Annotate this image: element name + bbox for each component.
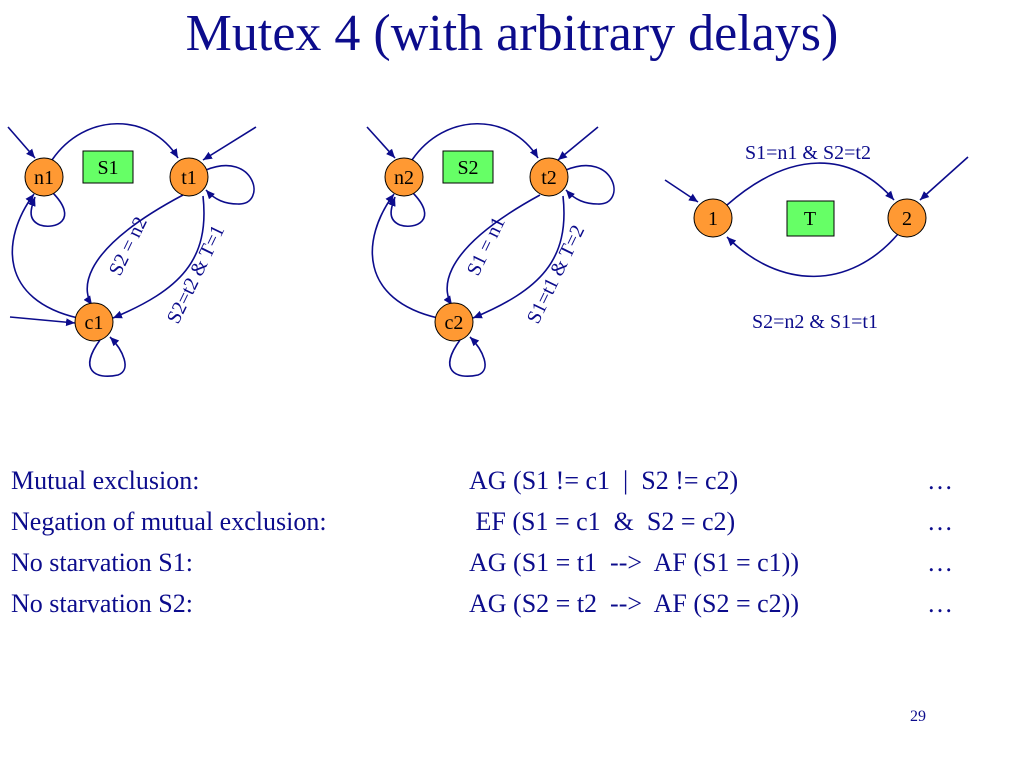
edge-c1-n1 <box>11 193 79 319</box>
state-diagrams: S1 n1 t1 c1 S2 = n2 S2=t2 & T=1 S2 n2 t2… <box>7 122 969 377</box>
selfloop-c1 <box>88 336 126 377</box>
edge-n2-t2 <box>411 122 539 161</box>
state-2-label: 2 <box>902 208 912 230</box>
selfloop-n1 <box>28 191 66 227</box>
property-name: Mutual exclusion: <box>11 466 200 495</box>
edge-initial-n1 <box>7 126 36 159</box>
state-t1 <box>169 157 209 197</box>
edge-t1-c1-critical <box>112 195 205 319</box>
edge-initial-t1 <box>202 126 257 161</box>
turn-box-label: T <box>804 208 816 230</box>
slide-title: Mutex 4 (with arbitrary delays) <box>185 5 839 62</box>
turn-label-bottom: S2=n2 & S1=t1 <box>752 311 878 333</box>
property-row-starvation-s2: No starvation S2: AG (S2 = t2 --> AF (S2… <box>0 584 1024 624</box>
turn-box <box>786 200 835 237</box>
slide-number: 29 <box>910 708 926 725</box>
state-n1 <box>24 157 64 197</box>
process2-diagram <box>366 122 615 377</box>
edge-n1-t1 <box>51 122 179 161</box>
process2-box-label: S2 <box>457 157 478 179</box>
selfloop-t2 <box>565 164 615 205</box>
process1-box <box>82 150 134 184</box>
property-result: … <box>927 589 953 618</box>
edge-initial-1 <box>664 179 699 203</box>
process1-guard-critical: S2=t2 & T=1 <box>163 222 230 328</box>
property-row-starvation-s1: No starvation S1: AG (S1 = t1 --> AF (S1… <box>0 543 1024 583</box>
process2-guard-critical: S1=t1 & T=2 <box>523 222 590 328</box>
turn-label-top: S1=n1 & S2=t2 <box>745 142 871 164</box>
edge-initial-t2 <box>557 126 599 161</box>
process2-guard-enter: S1 = n1 <box>463 213 510 279</box>
property-result: … <box>927 548 953 577</box>
property-row-mutual-exclusion: Mutual exclusion: AG (S1 != c1 | S2 != c… <box>0 461 1024 501</box>
property-formula: EF (S1 = c1 & S2 = c2) <box>469 507 736 536</box>
property-row-negation: Negation of mutual exclusion: EF (S1 = c… <box>0 502 1024 542</box>
property-result: … <box>927 507 953 536</box>
property-name: No starvation S1: <box>11 548 193 577</box>
state-n1-label: n1 <box>34 167 54 189</box>
state-t1-label: t1 <box>181 167 197 189</box>
process1-guard-enter: S2 = n2 <box>105 213 152 279</box>
edge-1-2 <box>726 162 895 206</box>
state-c2-label: c2 <box>445 312 464 334</box>
edge-t1-c1 <box>83 194 184 306</box>
state-n2 <box>384 157 424 197</box>
turn-diagram <box>664 156 969 278</box>
state-1-label: 1 <box>708 208 718 230</box>
property-name: No starvation S2: <box>11 589 193 618</box>
state-1 <box>693 198 733 238</box>
property-formula: AG (S2 = t2 --> AF (S2 = c2)) <box>469 589 799 618</box>
state-n2-label: n2 <box>394 167 414 189</box>
process1-box-label: S1 <box>97 157 118 179</box>
state-t2 <box>529 157 569 197</box>
edge-t2-c2-critical <box>472 195 565 319</box>
property-formula: AG (S1 = t1 --> AF (S1 = c1)) <box>469 548 799 577</box>
state-c1-label: c1 <box>85 312 104 334</box>
selfloop-t1 <box>205 164 255 205</box>
state-c2 <box>434 302 474 342</box>
state-2 <box>887 198 927 238</box>
process1-diagram <box>7 122 257 377</box>
edge-initial-2 <box>919 156 969 201</box>
edge-2-1 <box>726 233 899 278</box>
edge-initial-c1 <box>9 316 76 327</box>
selfloop-n2 <box>388 191 426 227</box>
state-c1 <box>74 302 114 342</box>
edge-t2-c2 <box>443 194 541 306</box>
property-result: … <box>927 466 953 495</box>
edge-c2-n2 <box>371 193 439 319</box>
selfloop-c2 <box>448 336 486 377</box>
property-name: Negation of mutual exclusion: <box>11 507 327 536</box>
state-t2-label: t2 <box>541 167 557 189</box>
edge-initial-n2 <box>366 126 396 159</box>
process2-box <box>442 150 494 184</box>
property-formula: AG (S1 != c1 | S2 != c2) <box>469 466 739 495</box>
